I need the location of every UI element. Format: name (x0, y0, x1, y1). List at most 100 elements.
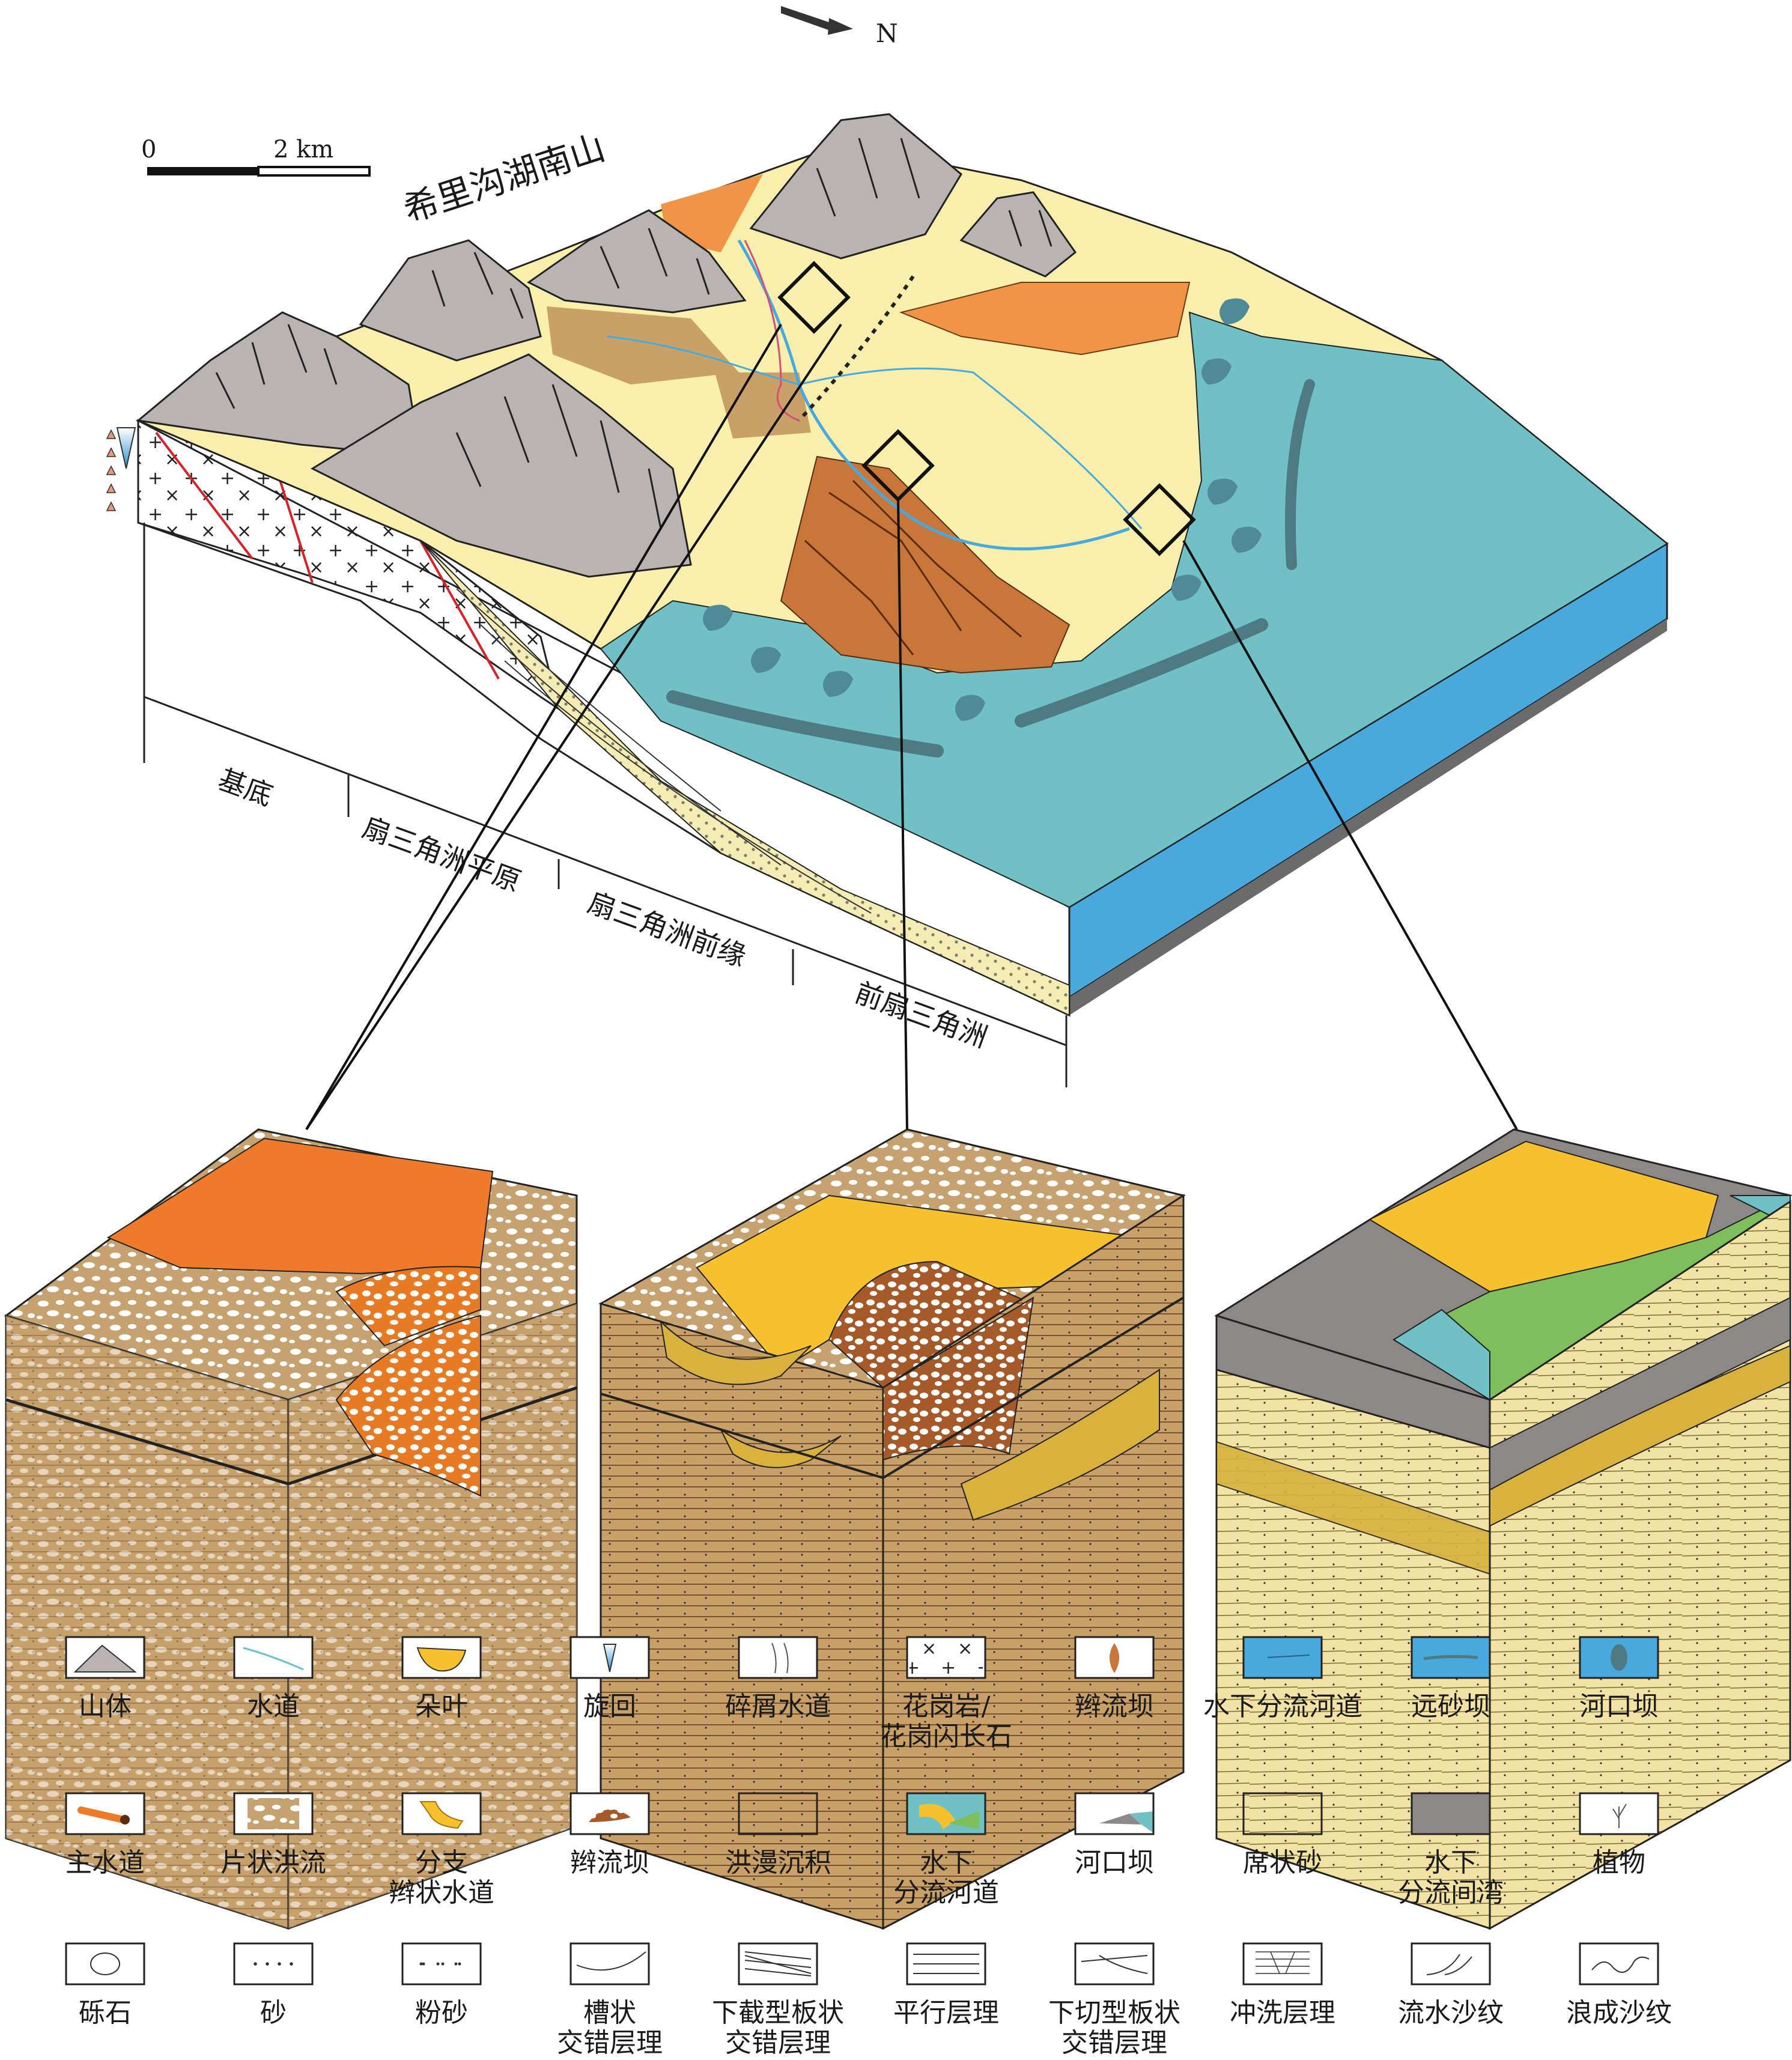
legend-label-line2: 交错层理 (1062, 2028, 1167, 2058)
interdistributary-bay-icon (1411, 1792, 1491, 1835)
debris-channel-icon (738, 1636, 818, 1679)
fault-dashed-line (797, 275, 915, 422)
zone-label-plain: 扇三角洲平原 (358, 811, 525, 898)
mountain-icon (65, 1636, 145, 1679)
distal-bar (666, 690, 944, 758)
brown-fan (780, 455, 1071, 674)
locator-box-1 (777, 261, 851, 334)
sand-icon (233, 1942, 314, 1986)
legend-item: 浪成沙纹 (1566, 1942, 1672, 2028)
legend-item: 片状洪流 (220, 1792, 326, 1878)
subaqueous-channel-2-icon (906, 1792, 986, 1835)
legend-item: 席状砂 (1242, 1792, 1323, 1878)
legend-label: 河口坝 (1579, 1691, 1659, 1722)
legend-item: 花岗岩/花岗闪长石 (880, 1636, 1012, 1752)
lake-surface (600, 311, 1668, 908)
distal-bar-icon (1411, 1636, 1491, 1679)
mountain-4 (527, 209, 747, 314)
legend-label-line2: 辫状水道 (389, 1877, 494, 1908)
zone-label-front: 扇三角洲前缘 (583, 886, 750, 973)
detail-block-3 (1214, 1128, 1792, 1930)
legend-label: 浪成沙纹 (1566, 1998, 1672, 2028)
subaqueous-channel-icon (1242, 1636, 1323, 1679)
legend: 山体水道朵叶旋回碎屑水道花岗岩/花岗闪长石辫流坝水下分流河道远砂坝河口坝主水道片… (65, 1636, 1672, 2058)
legend-label: 植物 (1593, 1847, 1645, 1878)
locator-box-2 (861, 429, 935, 502)
legend-item: 流水沙纹 (1398, 1942, 1504, 2028)
legend-label: 下截型板状 (712, 1998, 844, 2028)
legend-label: 席状砂 (1243, 1847, 1322, 1878)
legend-label: 冲洗层理 (1230, 1998, 1335, 2028)
channel (737, 239, 1130, 551)
granite-icon (906, 1636, 986, 1679)
legend-label-line2: 花岗闪长石 (880, 1721, 1012, 1752)
detail-block-2 (598, 1128, 1186, 1930)
legend-item: 山体 (65, 1636, 145, 1722)
braid-bar-fill (828, 1260, 1046, 1389)
legend-item: 辫流坝 (569, 1792, 650, 1878)
zone-label-basement: 基底 (214, 763, 277, 812)
tan-lobe-west (547, 306, 739, 384)
mouth-bars (703, 298, 1262, 721)
legend-item: 朵叶 (401, 1636, 482, 1722)
legend-label-line2: 交错层理 (725, 2028, 831, 2058)
legend-label: 山体 (79, 1691, 132, 1722)
silt-icon (401, 1942, 482, 1986)
north-arrow: N (781, 6, 898, 48)
sheet-sand-icon (1242, 1792, 1323, 1835)
orange-lobe-north (899, 282, 1191, 356)
legend-label: 水下 (920, 1847, 973, 1878)
legend-label: 水道 (247, 1691, 300, 1722)
north-label: N (876, 19, 898, 48)
cycle-icon (116, 427, 136, 469)
tangential-planar-cross-bedding-icon (738, 1942, 818, 1986)
legend-item: 辫流坝 (1074, 1636, 1155, 1722)
main-block (106, 113, 1669, 1087)
legend-item: 洪漫沉积 (725, 1792, 831, 1878)
locator-boxes (777, 261, 1196, 556)
zone-label-prodelta: 前扇三角洲 (851, 976, 992, 1054)
scale-start-label: 0 (141, 136, 156, 163)
legend-item: 砾石 (65, 1942, 145, 2028)
legend-item: 粉砂 (401, 1942, 482, 2028)
channel-line-icon (233, 1636, 314, 1679)
legend-label: 粉砂 (415, 1998, 468, 2028)
orange-lobe-top (661, 174, 763, 252)
main-channel-icon (65, 1792, 145, 1835)
legend-item: 碎屑水道 (725, 1636, 831, 1722)
legend-label: 辫流坝 (570, 1847, 649, 1878)
gravel-icon (65, 1942, 145, 1986)
legend-label: 河口坝 (1075, 1847, 1154, 1878)
mountain-2 (359, 239, 542, 362)
locator-lines (305, 323, 1518, 1131)
legend-label-line2: 分流间湾 (1398, 1877, 1504, 1908)
legend-label: 水下 (1424, 1847, 1477, 1878)
truncated-planar-cross-bedding-icon (1074, 1942, 1155, 1986)
overbank-icon (738, 1792, 818, 1835)
legend-label: 碎屑水道 (725, 1691, 831, 1722)
wave-ripple-icon (1579, 1942, 1659, 1986)
current-ripple-icon (1411, 1942, 1491, 1986)
legend-item: 冲洗层理 (1230, 1942, 1335, 2028)
plant-icon (1579, 1792, 1659, 1835)
legend-label: 辫流坝 (1075, 1691, 1154, 1722)
legend-label: 旋回 (583, 1691, 636, 1722)
legend-label-line2: 交错层理 (557, 2028, 663, 2058)
legend-label-line2: 分流河道 (893, 1877, 999, 1908)
mountains (136, 113, 1077, 578)
legend-label: 片状洪流 (220, 1847, 326, 1878)
lobe-icon (401, 1636, 482, 1679)
tan-lobe-center (715, 372, 811, 439)
branch-braided-channel-icon (401, 1792, 482, 1835)
legend-item: 水下分流河道 (893, 1792, 999, 1908)
mountain-5 (749, 113, 962, 260)
legend-label: 花岗岩/ (902, 1691, 991, 1722)
cycle-icon (569, 1636, 650, 1679)
mountain-3 (310, 353, 692, 578)
legend-label: 砾石 (79, 1998, 132, 2028)
